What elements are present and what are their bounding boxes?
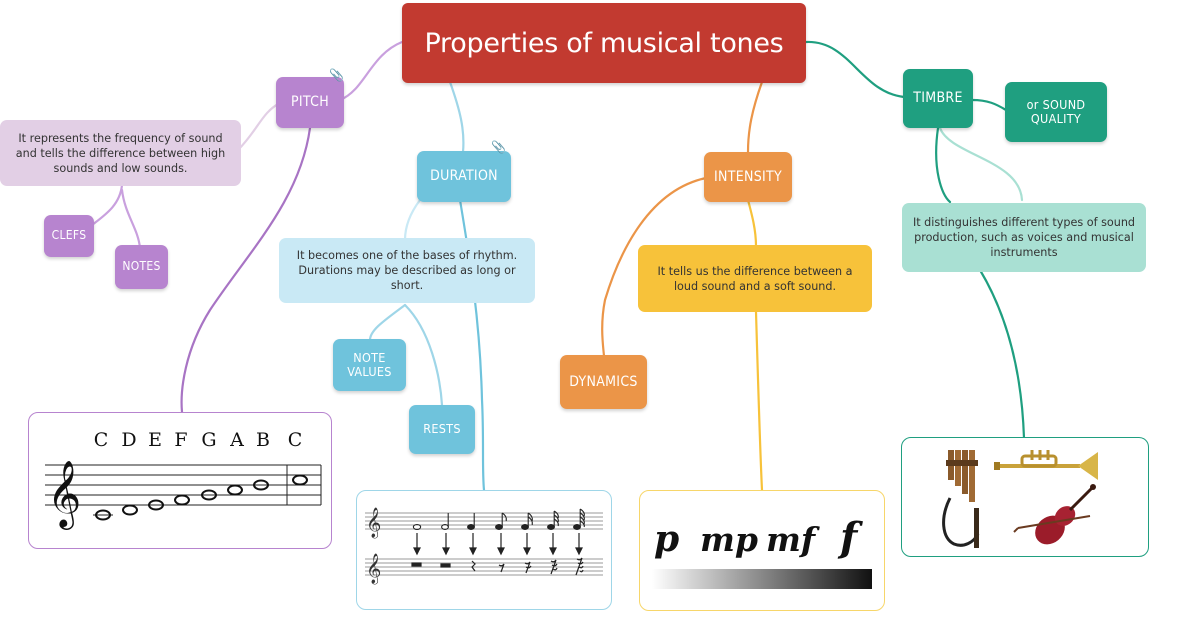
scale-letter: A [229,429,244,451]
paperclip-icon: 📎 [491,140,506,154]
sound-quality-node[interactable]: or SOUND QUALITY [1005,82,1107,142]
staff-scale-graphic: C D E F G A B C 𝄞 [45,429,322,530]
duration-description-text: It becomes one of the bases of rhythm. D… [296,249,518,292]
scale-letter: G [201,429,216,451]
notes-label: NOTES [122,259,161,274]
pitch-node[interactable]: PITCH [276,77,344,128]
central-topic[interactable]: Properties of musical tones [402,3,806,83]
scale-letter: C [288,429,303,451]
duration-description[interactable]: It becomes one of the bases of rhythm. D… [279,238,535,303]
scale-letter: C [94,429,109,451]
dynamic-mark: p [654,518,679,560]
treble-clef-icon: 𝄞 [47,459,81,530]
instruments-graphic [942,450,1098,548]
dynamic-mark: f [837,514,863,561]
pitch-description[interactable]: It represents the frequency of sound and… [0,120,241,186]
scale-letter: D [121,429,136,451]
dynamic-mark: mp [700,520,758,559]
intensity-description-text: It tells us the difference between a lou… [657,264,853,293]
timbre-node[interactable]: TIMBRE [903,69,973,128]
instruments-image [901,437,1149,557]
scale-letter: B [256,429,270,451]
intensity-description[interactable]: It tells us the difference between a lou… [638,245,872,312]
central-topic-label: Properties of musical tones [424,27,784,59]
rests-label: RESTS [423,421,461,437]
sound-quality-label: or SOUND QUALITY [1026,96,1086,126]
timbre-description-text: It distinguishes different types of soun… [912,216,1136,259]
duration-label: DURATION [430,168,498,185]
dynamics-image: p mp mf f [639,490,885,611]
clefs-label: CLEFS [51,228,87,243]
scale-letter: F [174,429,187,451]
dynamic-mark: mf [766,520,820,559]
notes-node[interactable]: NOTES [115,245,168,289]
pitch-description-text: It represents the frequency of sound and… [15,131,226,175]
intensity-label: INTENSITY [714,168,782,185]
scale-letter: E [148,429,162,451]
dynamics-node[interactable]: DYNAMICS [560,355,647,409]
pitch-label: PITCH [291,94,329,111]
note-rest-graphic: 𝄞 𝄞 [365,507,603,585]
intensity-node[interactable]: INTENSITY [704,152,792,202]
clefs-node[interactable]: CLEFS [44,215,94,257]
violin-icon [1013,484,1096,545]
note-values-label: NOTE VALUES [347,349,392,379]
trumpet-icon [994,450,1098,480]
timbre-label: TIMBRE [913,90,963,107]
rests-node[interactable]: RESTS [409,405,475,454]
timbre-description[interactable]: It distinguishes different types of soun… [902,203,1146,272]
treble-clef-icon: 𝄞 [366,507,381,539]
dynamics-label: DYNAMICS [569,373,638,390]
crescendo-gradient-bar [652,569,872,589]
paperclip-icon: 📎 [329,68,344,82]
duration-node[interactable]: DURATION [417,151,511,202]
note-values-node[interactable]: NOTE VALUES [333,339,406,391]
scale-image: C D E F G A B C 𝄞 [28,412,332,549]
note-values-image: 𝄞 𝄞 [356,490,612,610]
dynamics-graphic: p mp mf f [652,514,872,589]
treble-clef-icon: 𝄞 [366,553,381,585]
pan-flute-icon [942,450,980,548]
